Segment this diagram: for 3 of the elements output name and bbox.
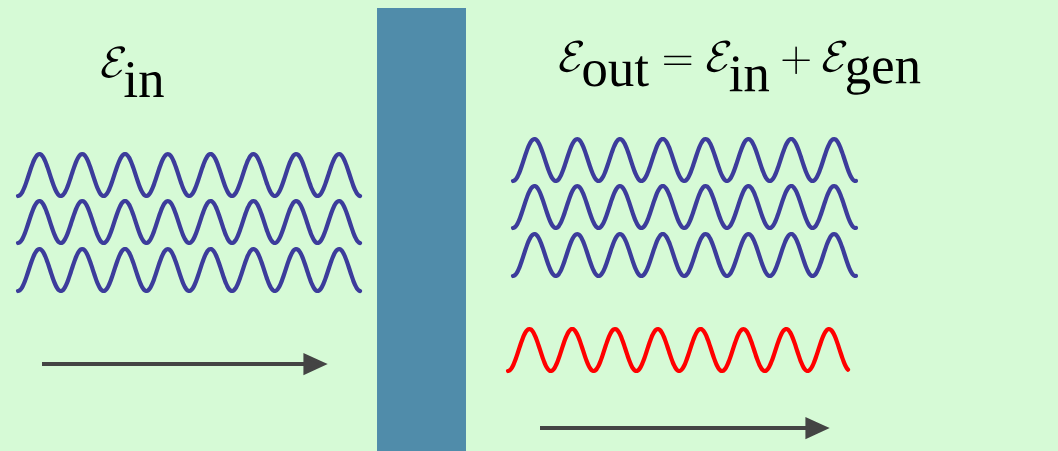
formula-label: $\mathcal{E}_{\mathrm{in}}$ [101,46,164,97]
slab [377,8,466,451]
formula-label: $\mathcal{E}_{\mathrm{out}} = \mathcal{E}_{\mathrm{in}} + \mathcal{E}_{\mathrm{gen}}$ [559,40,921,95]
